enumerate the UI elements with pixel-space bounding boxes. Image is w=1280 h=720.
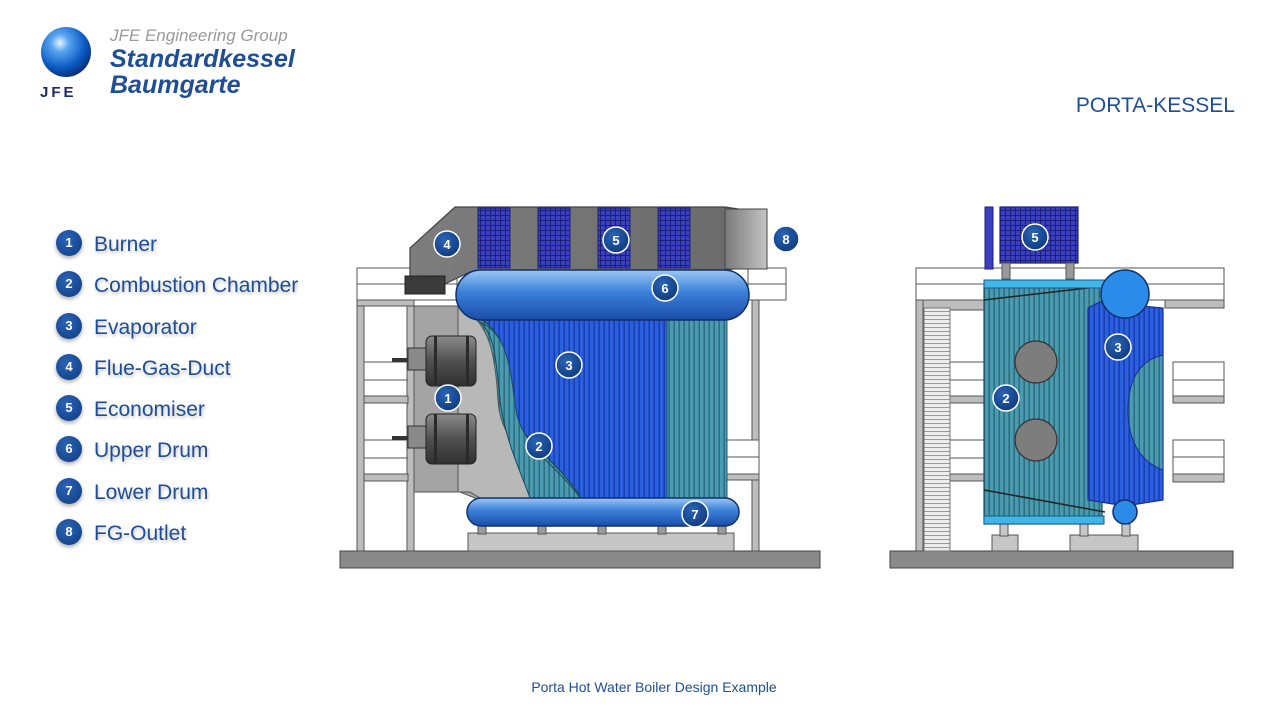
front-ladder [923,307,951,552]
number-badge: 4 [56,353,82,380]
legend-label: Flue-Gas-Duct [94,356,231,380]
marker-front-economiser: 5 [1021,223,1049,251]
number-badge: 3 [56,312,82,339]
jfe-globe-icon [41,27,91,77]
front-view: 2 3 5 [889,206,1234,569]
figure-caption: Porta Hot Water Boiler Design Example [531,679,777,695]
number-badge: 5 [56,395,82,422]
number-badge: 8 [56,519,82,546]
legend-item: 5 Economiser [56,393,356,434]
company-name-line1: Standardkessel [110,45,295,73]
legend-item: 7 Lower Drum [56,476,356,517]
svg-text:4: 4 [443,237,451,252]
front-bottom-header [983,515,1105,525]
brand-mark: JFE [40,84,77,101]
legend-label: Burner [94,233,158,256]
side-handrails [356,267,787,475]
marker-combustion-chamber: 2 [525,432,553,460]
svg-text:1: 1 [444,391,451,406]
front-top-header [983,279,1107,289]
number-badge: 7 [56,477,82,504]
upper-drum [455,269,750,321]
side-lower-plinth [467,532,735,552]
front-feet [991,523,1139,552]
legend-item: 6 Upper Drum [56,434,356,475]
legend-label: Economiser [94,398,205,422]
company-name: Standardkessel Baumgarte [110,46,295,98]
legend-label: FG-Outlet [94,522,187,546]
marker-economiser: 5 [602,226,630,254]
marker-evaporator: 3 [555,351,583,379]
page-title: PORTA-KESSEL [1075,94,1235,117]
marker-front-combustion-chamber: 2 [992,384,1020,412]
legend-item: 3 Evaporator [56,311,356,352]
legend-label: Combustion Chamber [94,274,299,298]
svg-text:7: 7 [691,507,698,522]
number-badge: 1 [56,230,82,256]
side-inlet-nozzle [404,275,446,295]
marker-flue-gas-duct: 4 [433,230,461,258]
number-badge: 2 [56,271,82,298]
front-steel-frame [915,299,1225,552]
legend-label: Upper Drum [94,439,209,463]
marker-upper-drum: 6 [651,274,679,302]
marker-front-evaporator: 3 [1104,333,1132,361]
group-name: JFE Engineering Group [110,26,288,45]
svg-text:3: 3 [1114,340,1121,355]
burner-port [1014,418,1058,462]
legend-item: 1 Burner [56,228,356,269]
number-badge: 6 [56,436,82,463]
marker-fg-outlet: 8 [772,225,800,253]
svg-text:8: 8 [782,232,789,247]
legend-item: 4 Flue-Gas-Duct [56,352,356,393]
front-lower-slope [983,489,1106,513]
front-upper-drum [1100,269,1150,319]
marker-burner: 1 [434,384,462,412]
svg-text:5: 5 [1031,230,1038,245]
legend-item: 2 Combustion Chamber [56,269,356,310]
fg-outlet [724,208,768,270]
lower-drum [466,497,740,527]
svg-text:2: 2 [1002,391,1009,406]
svg-text:6: 6 [661,281,668,296]
svg-text:2: 2 [535,439,542,454]
marker-lower-drum: 7 [681,500,709,528]
company-logo: JFE JFE Engineering Group Standardkessel… [38,24,348,104]
front-evaporator-inner [1127,354,1164,471]
side-view: 1 2 3 4 5 6 7 8 [339,206,821,569]
svg-text:3: 3 [565,358,572,373]
legend-label: Evaporator [94,315,197,339]
front-lower-drum [1112,499,1138,525]
side-base-plate [339,550,821,569]
burner-assembly [392,335,477,465]
company-name-line2: Baumgarte [110,71,241,99]
rear-tube-bank [666,309,728,501]
legend-label: Lower Drum [94,480,209,504]
legend-item: 8 FG-Outlet [56,517,356,558]
svg-text:5: 5 [612,233,619,248]
front-base-plate [889,550,1234,569]
burner-port [1014,340,1058,384]
